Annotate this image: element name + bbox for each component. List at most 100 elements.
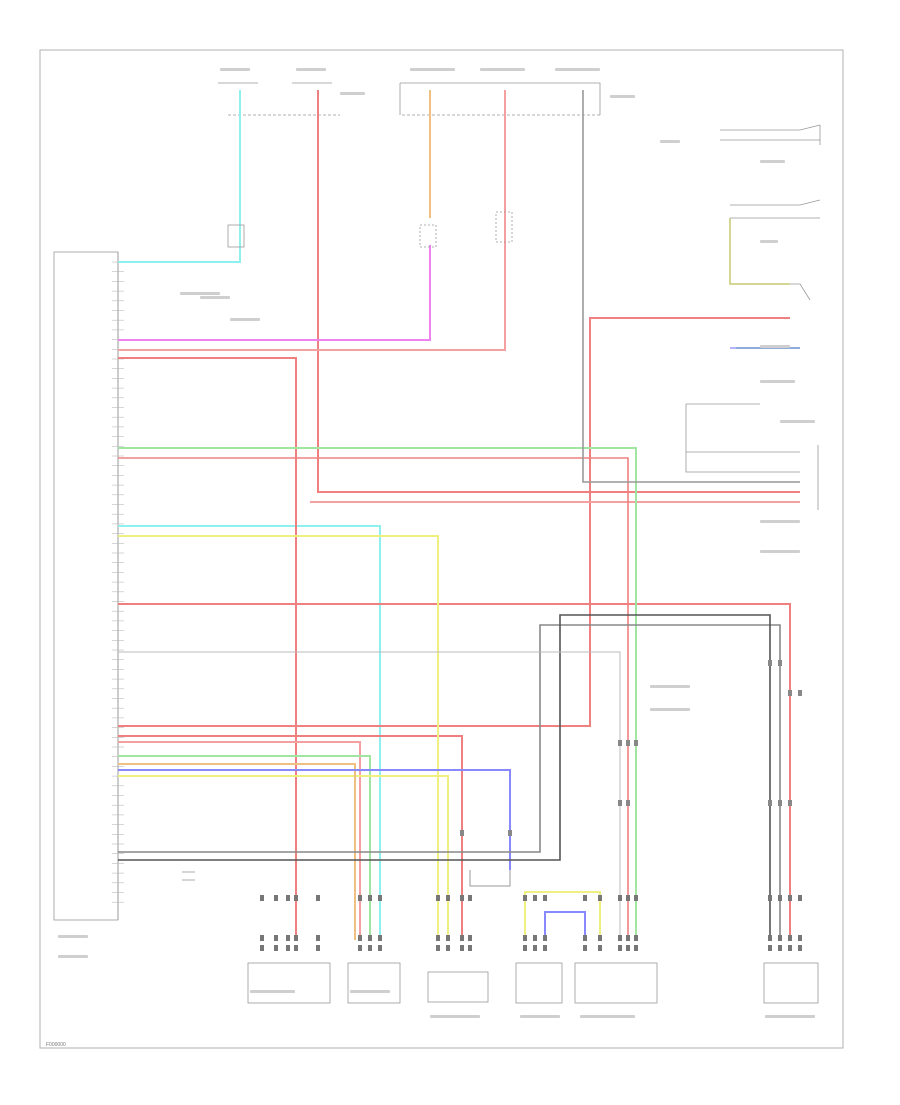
wire-orange-lower: [118, 763, 356, 940]
connector-pin-icon: [598, 935, 602, 941]
illegible-label-mark: [58, 935, 88, 938]
connector-pin-icon: [778, 660, 782, 666]
connector-pin-icon: [294, 945, 298, 951]
connector-pin-icon: [788, 935, 792, 941]
connector-pin-icon: [798, 935, 802, 941]
wire-gray-black: [118, 90, 800, 940]
connector-pin-icon: [294, 895, 298, 901]
connector-pin-icon: [460, 895, 464, 901]
connector-pin-icon: [316, 935, 320, 941]
illegible-label-mark: [765, 1015, 815, 1018]
connector-pin-icon: [446, 895, 450, 901]
illegible-label-mark: [650, 708, 690, 711]
connector-pin-icon: [583, 895, 587, 901]
connector-pin-icon: [778, 935, 782, 941]
connector-pin-icon: [260, 895, 264, 901]
connector-pin-icon: [626, 740, 630, 746]
connector-pin-icon: [788, 895, 792, 901]
connector-pin-icon: [260, 935, 264, 941]
connector-pin-icon: [368, 935, 372, 941]
diagram-border: [39, 49, 844, 1049]
illegible-label-mark: [555, 68, 600, 71]
connector-pin-icon: [768, 800, 772, 806]
connector-pin-icon: [286, 935, 290, 941]
connector-pin-icon: [368, 945, 372, 951]
connector-pin-icon: [626, 800, 630, 806]
connector-pin-icon: [523, 935, 527, 941]
connector-pin-icon: [460, 935, 464, 941]
wire-cyan-top: [118, 90, 381, 940]
connector-pin-icon: [274, 945, 278, 951]
connector-pin-icon: [618, 740, 622, 746]
connector-pin-icon: [788, 690, 792, 696]
connector-pin-icon: [274, 895, 278, 901]
illegible-label-mark: [480, 68, 525, 71]
connector-pin-icon: [460, 830, 464, 836]
ground-symbol-icon: [182, 211, 513, 881]
illegible-label-mark: [410, 68, 455, 71]
switch-group: [685, 124, 821, 510]
connector-pin-icon: [778, 945, 782, 951]
wire-yellow: [118, 535, 601, 940]
connector-pins: [260, 660, 802, 951]
connector-pin-icon: [798, 895, 802, 901]
connector-pin-icon: [543, 895, 547, 901]
connector-pin-icon: [768, 935, 772, 941]
control-module: [53, 251, 124, 921]
illegible-label-mark: [340, 92, 365, 95]
connector-pin-icon: [626, 895, 630, 901]
illegible-label-mark: [760, 240, 778, 243]
connector-pin-icon: [358, 945, 362, 951]
connector-pin-icon: [598, 895, 602, 901]
connector-pin-icon: [626, 935, 630, 941]
connector-pin-icon: [378, 935, 382, 941]
wire-orange-magenta: [118, 90, 431, 341]
connector-pin-icon: [358, 935, 362, 941]
connector-pin-icon: [316, 895, 320, 901]
fuse-headers: [218, 82, 601, 116]
wire-red-secondary: [118, 457, 629, 940]
illegible-label-mark: [650, 685, 690, 688]
connector-pin-icon: [260, 945, 264, 951]
connector-pin-icon: [798, 690, 802, 696]
illegible-label-mark: [220, 68, 250, 71]
connector-pin-icon: [358, 895, 362, 901]
connector-pin-icon: [378, 945, 382, 951]
illegible-label-mark: [760, 520, 800, 523]
connector-pin-icon: [368, 895, 372, 901]
connector-pin-icon: [316, 945, 320, 951]
connector-pin-icon: [583, 935, 587, 941]
connector-pin-icon: [768, 945, 772, 951]
connector-pin-icon: [286, 895, 290, 901]
connector-pin-icon: [768, 660, 772, 666]
connector-pin-icon: [618, 945, 622, 951]
illegible-label-mark: [350, 990, 390, 993]
connector-pin-icon: [523, 945, 527, 951]
connector-pin-icon: [446, 945, 450, 951]
footer-code: F000000: [46, 1042, 66, 1048]
illegible-label-mark: [760, 160, 785, 163]
connector-pin-icon: [598, 945, 602, 951]
connector-pin-icon: [468, 935, 472, 941]
connector-pin-icon: [460, 945, 464, 951]
connector-pin-icon: [618, 895, 622, 901]
bottom-connectors: [247, 962, 819, 1004]
wire-pink: [118, 90, 800, 940]
illegible-label-mark: [430, 1015, 480, 1018]
wire-olive: [729, 218, 790, 285]
connector-pin-icon: [543, 945, 547, 951]
module-pins: [112, 261, 124, 903]
connector-pin-icon: [533, 895, 537, 901]
faint-labels: [58, 68, 815, 1018]
connector-pin-icon: [533, 945, 537, 951]
connector-pin-icon: [468, 945, 472, 951]
illegible-label-mark: [58, 955, 88, 958]
connector-pin-icon: [286, 945, 290, 951]
wire-red-main: [118, 90, 800, 940]
connector-pin-icon: [543, 935, 547, 941]
connector-pin-icon: [294, 935, 298, 941]
connector-pin-icon: [508, 830, 512, 836]
connector-pin-icon: [768, 895, 772, 901]
connector-pin-icon: [468, 895, 472, 901]
